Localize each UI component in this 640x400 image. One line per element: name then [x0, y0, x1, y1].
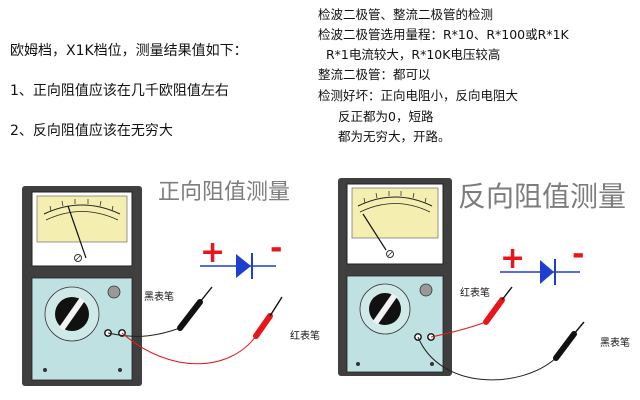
ohm-adjust-knob[interactable] [419, 283, 433, 297]
forward-red-probe-label: 红表笔 [290, 329, 320, 342]
forward-red-probe [121, 296, 283, 365]
forward-diode: + - [200, 231, 282, 279]
zero-adjust-screw [74, 254, 82, 262]
reverse-diode: + - [500, 237, 584, 285]
reverse-black-probe-label: 黑表笔 [600, 336, 630, 349]
dial-scale [36, 195, 128, 243]
dial-scale [351, 187, 439, 239]
scale-arc-inner [359, 203, 431, 213]
meter-needle [67, 205, 87, 259]
knob-pointer [59, 297, 85, 331]
note-line-2: 检波二极管选用量程：R*10、R*100或R*1K [318, 27, 569, 42]
forward-multimeter [22, 186, 142, 386]
reverse-multimeter [338, 178, 452, 376]
note-line-4: 整流二极管：都可以 [318, 67, 431, 82]
cathode-minus-sign: - [270, 231, 282, 266]
reverse-red-probe [430, 286, 513, 338]
forward-black-probe [107, 286, 213, 337]
reverse-result-text: 2、反向阻值应该在无穷大 [10, 123, 173, 139]
ohm-adjust-knob[interactable] [107, 285, 121, 299]
note-line-3: R*1电流较大，R*10K电压较高 [326, 47, 501, 62]
range-heading: 欧姆档，X1K档位，测量结果值如下： [10, 43, 248, 59]
zero-adjust-screw [386, 250, 394, 258]
diode-triangle [540, 260, 554, 284]
note-line-7: 都为无穷大，开路。 [338, 129, 451, 144]
diode-triangle [236, 254, 251, 278]
meter-needle [362, 213, 387, 251]
forward-result-text: 1、正向阻值应该在几千欧阻值左右 [10, 83, 229, 99]
anode-plus-sign: + [200, 235, 225, 270]
anode-plus-sign: + [500, 241, 525, 276]
note-line-1: 检波二极管、整流二极管的检测 [318, 7, 494, 22]
reverse-black-probe [417, 321, 585, 381]
reverse-red-probe-label: 红表笔 [460, 286, 490, 299]
note-line-5: 检测好坏：正向电阻小，反向电阻大 [318, 88, 519, 103]
scale-arc-inner [45, 211, 119, 221]
note-line-6: 反正都为0，短路 [338, 109, 434, 124]
forward-black-probe-label: 黑表笔 [144, 290, 174, 303]
scale-arc [357, 196, 433, 207]
cathode-minus-sign: - [572, 237, 584, 272]
knob-pointer [372, 293, 398, 325]
reverse-title: 反向阻值测量 [458, 180, 626, 213]
forward-title: 正向阻值测量 [158, 180, 290, 205]
